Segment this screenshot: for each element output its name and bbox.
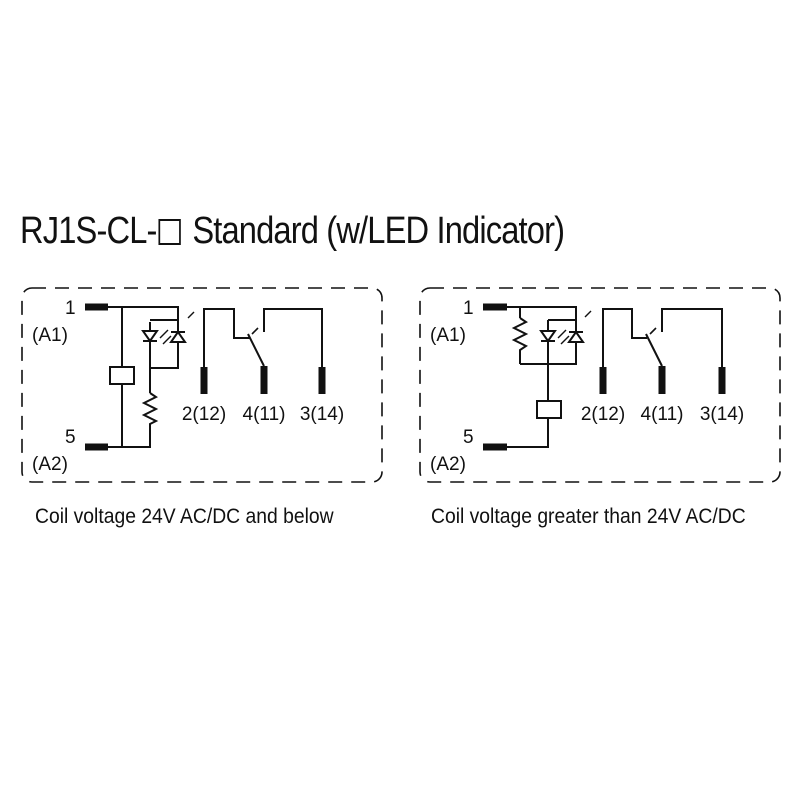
contact-label-4: 4(11) <box>243 404 286 425</box>
terminal-label-5: 5 <box>65 427 76 448</box>
wire-contact-3 <box>661 308 723 367</box>
switch-arm <box>645 333 663 367</box>
terminal-label-a2: (A2) <box>430 454 466 475</box>
resistor <box>511 317 529 356</box>
terminal-label-5: 5 <box>463 427 474 448</box>
contact-label-2: 2(12) <box>182 404 226 425</box>
terminal-label-a2: (A2) <box>32 454 68 475</box>
terminal-label-a1: (A1) <box>430 325 466 346</box>
switch-tick <box>649 327 657 335</box>
page-title: RJ1S-CL- Standard (w/LED Indicator) <box>20 210 565 252</box>
diode-icon <box>169 318 187 352</box>
led-icon <box>539 320 570 364</box>
terminal-label-1: 1 <box>463 298 474 319</box>
wire-a2 <box>507 418 549 448</box>
wire-a1 <box>108 306 179 369</box>
diode-icon <box>567 320 585 352</box>
switch-tick <box>251 327 259 335</box>
terminal-label-a1: (A1) <box>32 325 68 346</box>
wire-a2 <box>108 428 151 448</box>
led-icon <box>141 322 172 368</box>
diagram-frame <box>419 287 781 483</box>
led-light-arrow <box>187 311 195 319</box>
diagram-high-voltage <box>419 287 781 483</box>
caption-low-voltage: Coil voltage 24V AC/DC and below <box>35 505 334 528</box>
title-prefix: RJ1S-CL- <box>20 210 157 252</box>
placeholder-square-icon <box>158 219 181 245</box>
wire-a1 <box>507 306 577 365</box>
contact-label-4: 4(11) <box>641 404 684 425</box>
contact-label-3: 3(14) <box>300 404 344 425</box>
wire-contact-2 <box>602 308 647 367</box>
contact-label-2: 2(12) <box>581 404 625 425</box>
coil <box>536 400 562 419</box>
wire-contact-2 <box>203 308 250 367</box>
diagram-frame <box>21 287 383 483</box>
contact-label-3: 3(14) <box>700 404 744 425</box>
title-suffix: Standard (w/LED Indicator) <box>184 210 565 252</box>
wire-contact-3 <box>263 308 323 367</box>
caption-high-voltage: Coil voltage greater than 24V AC/DC <box>431 505 746 528</box>
terminal-label-1: 1 <box>65 298 76 319</box>
resistor <box>141 392 159 428</box>
diagram-low-voltage <box>21 287 383 483</box>
led-light-arrow <box>584 310 592 318</box>
coil <box>109 366 135 385</box>
switch-arm <box>247 333 265 367</box>
